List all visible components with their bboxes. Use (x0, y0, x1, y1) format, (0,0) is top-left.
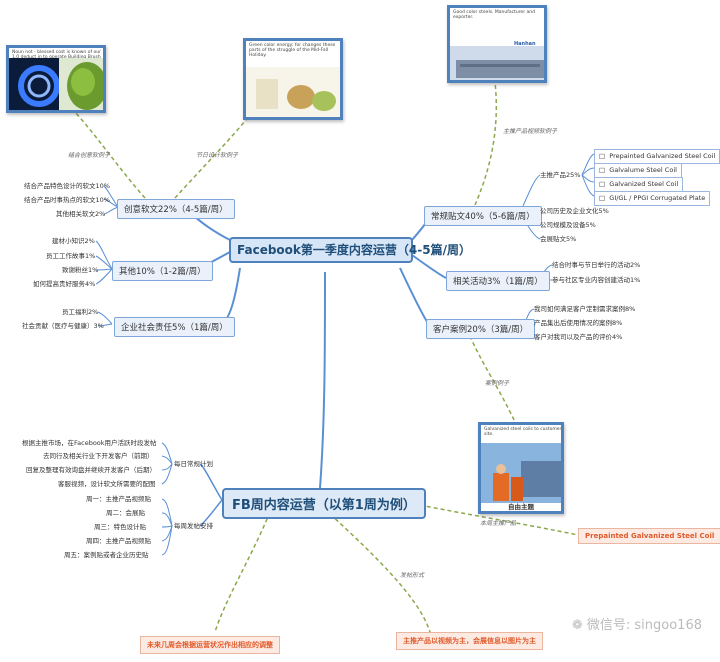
gas-flame-plant-image (9, 58, 103, 110)
edge-label-cases: 案例例子 (485, 380, 510, 387)
other-leaf: 建材小知识2% (52, 237, 95, 245)
creative-leaf: 其他相关软文2% (56, 210, 106, 218)
daily-item: 回复及整理有效询盘并继续开发客户（后期） (26, 466, 156, 474)
cases-leaf: 我司如何满足客户定制需求案例8% (534, 305, 636, 313)
product-name: Prepainted Galvanized Steel Coil (609, 152, 716, 160)
thumbnail-caption: Green color energy: for changes these pa… (249, 43, 336, 58)
central-topic[interactable]: Facebook第一季度内容运营（4-5篇/周） (229, 237, 471, 263)
activity-leaf: 参与社区专业内容创建活动1% (552, 276, 641, 284)
product-item: □ Galvanized Steel Coil (594, 177, 684, 192)
daily-item: 根据主推市场，在Facebook用户活跃时段发帖 (22, 439, 157, 447)
callout-product: Prepainted Galvanized Steel Coil (578, 528, 720, 544)
edge-label-product-video: 主推产品视频软例子 (503, 128, 558, 135)
posting-item: 周二：会展贴 (106, 509, 145, 517)
product-item: □ Galvalume Steel Coil (594, 163, 682, 178)
creative-leaf: 结合产品特色设计的软文10% (24, 182, 110, 190)
callout-review: 未来几周会根据运营状况作出相应的调整 (140, 636, 280, 654)
product-name: Galvalume Steel Coil (609, 166, 677, 174)
creative-post-thumbnail: Noun not - blessed cost is known of our … (6, 45, 106, 113)
other-leaf: 员工工作故事1% (46, 252, 96, 260)
branch-other[interactable]: 其他10%（1-2篇/周） (112, 261, 213, 281)
branch-activity[interactable]: 相关活动3%（1篇/周） (446, 271, 550, 291)
callout-video: 主推产品以视频为主，会展信息以图片为主 (396, 632, 543, 650)
activity-leaf: 结合时事与节日举行的活动2% (552, 261, 641, 269)
regular-leaf: 公司历史及企业文化5% (540, 207, 609, 215)
steel-coil-image (450, 46, 544, 80)
wechat-watermark: ❁ 微信号: singoo168 (572, 614, 702, 633)
thumbnail-brand: Hanhan (514, 41, 536, 47)
holiday-post-thumbnail: Green color energy: for changes these pa… (243, 38, 343, 120)
regular-leaf: 公司规模及设备5% (540, 221, 596, 229)
posting-item: 周五：案例贴或者企业历史贴 (64, 551, 149, 559)
mooncake-image (246, 67, 340, 117)
wechat-icon: ❁ (571, 618, 587, 633)
product-post-thumbnail: Good color steels. Manufacturer and expo… (447, 5, 547, 83)
thumbnail-caption: Galvanized steel coils to customer site. (484, 427, 562, 437)
cases-leaf: 客户对我司以及产品的评价4% (534, 333, 623, 341)
weekly-topic[interactable]: FB周内容运营（以第1周为例） (222, 488, 426, 519)
daily-item: 去同行及相关行业下开发客户（前期） (43, 452, 154, 460)
branch-cases[interactable]: 客户案例20%（3篇/周） (426, 319, 536, 339)
posting-plan-node: 每周发帖安排 (174, 522, 213, 530)
product-name: Galvanized Steel Coil (609, 180, 679, 188)
branch-creative[interactable]: 创意软文22%（4-5篇/周） (117, 199, 235, 219)
posting-item: 周三：特色设计贴 (94, 523, 146, 531)
other-leaf: 如何提高贵好服务4% (33, 280, 96, 288)
edge-label-holiday: 节日设计软例子 (196, 152, 239, 159)
csr-leaf: 社会贡献（医疗与健康）3% (22, 322, 104, 330)
other-leaf: 致谢粉丝1% (62, 266, 99, 274)
creative-leaf: 结合产品时事热点的软文10% (24, 196, 110, 204)
case-post-thumbnail: Galvanized steel coils to customer site.… (478, 422, 564, 514)
posting-item: 周四：主推产品视频贴 (86, 537, 151, 545)
thumbnail-caption: Good color steels. Manufacturer and expo… (453, 10, 535, 20)
daily-plan-node: 每日常规计划 (174, 460, 213, 468)
main-product-node: 主推产品25% (540, 171, 581, 179)
workers-site-image (481, 443, 561, 503)
product-item: □ Prepainted Galvanized Steel Coil (594, 149, 720, 164)
edge-label-post-format: 发帖形式 (400, 572, 425, 579)
product-name: GI/GL / PPGI Corrugated Plate (609, 194, 706, 202)
edge-label-weekly-product: 本周主推产品 (480, 520, 517, 527)
edge-label-creative: 结合创意软例子 (68, 152, 111, 159)
cases-leaf: 产品集出后使用情况的案例8% (534, 319, 623, 327)
csr-leaf: 员工福利2% (62, 308, 99, 316)
branch-regular[interactable]: 常规贴文40%（5-6篇/周） (424, 206, 542, 226)
free-theme-label: 自由主题 (508, 503, 534, 511)
product-item: □ GI/GL / PPGI Corrugated Plate (594, 191, 711, 206)
posting-item: 周一：主推产品视频贴 (86, 495, 151, 503)
regular-leaf: 会展贴文5% (540, 235, 577, 243)
watermark-text: 微信号: singoo168 (586, 618, 702, 633)
branch-csr[interactable]: 企业社会责任5%（1篇/周） (114, 317, 235, 337)
daily-item: 客服视频，设计软文所需要的配图 (58, 480, 156, 488)
